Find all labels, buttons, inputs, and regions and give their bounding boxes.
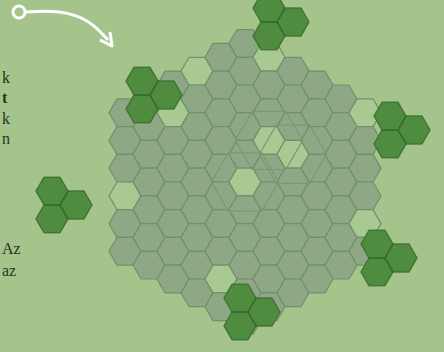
text-fragment: n [2, 131, 10, 147]
board-hex [349, 182, 381, 210]
piece-edge [253, 0, 285, 22]
tri-hex-piece [224, 284, 280, 339]
piece-hex [36, 205, 68, 233]
text-fragment: k [2, 70, 10, 86]
piece-edge [36, 177, 68, 205]
piece-hex [126, 95, 158, 123]
text-fragment: az [2, 263, 16, 279]
piece-hex [374, 130, 406, 158]
text-fragment: Az [2, 241, 21, 257]
hex-ring [211, 153, 278, 211]
piece-edge [224, 284, 256, 312]
piece-hex [224, 312, 256, 340]
piece-edge [126, 95, 158, 123]
piece-edge [361, 230, 393, 258]
tri-hex-piece [374, 102, 430, 157]
piece-hex [374, 102, 406, 130]
piece-edge [374, 130, 406, 158]
icon-circle [13, 6, 25, 18]
icon-arrow [25, 11, 108, 40]
rotate-icon [13, 6, 112, 46]
piece-hex [36, 177, 68, 205]
tri-hex-piece [253, 0, 309, 50]
tri-hex-piece [361, 230, 417, 285]
piece-edge [224, 312, 256, 340]
piece-hex [253, 22, 285, 50]
piece-edge [126, 67, 158, 95]
tri-hex-piece [126, 67, 182, 122]
piece-edge [374, 102, 406, 130]
piece-edge [361, 258, 393, 286]
piece-hex [361, 258, 393, 286]
piece-hex [126, 67, 158, 95]
piece-hex [253, 0, 285, 22]
tri-hex-piece [36, 177, 92, 232]
hex-ring [259, 125, 326, 183]
text-fragment: t [2, 90, 7, 106]
piece-edge [36, 205, 68, 233]
piece-hex [224, 284, 256, 312]
green-pieces [36, 0, 430, 340]
piece-hex [361, 230, 393, 258]
piece-edge [253, 22, 285, 50]
hex-ring [235, 111, 302, 169]
board-hex [349, 154, 381, 182]
icon-arrowhead [100, 32, 112, 46]
board-tiles [109, 30, 381, 335]
text-fragment: k [2, 111, 10, 127]
